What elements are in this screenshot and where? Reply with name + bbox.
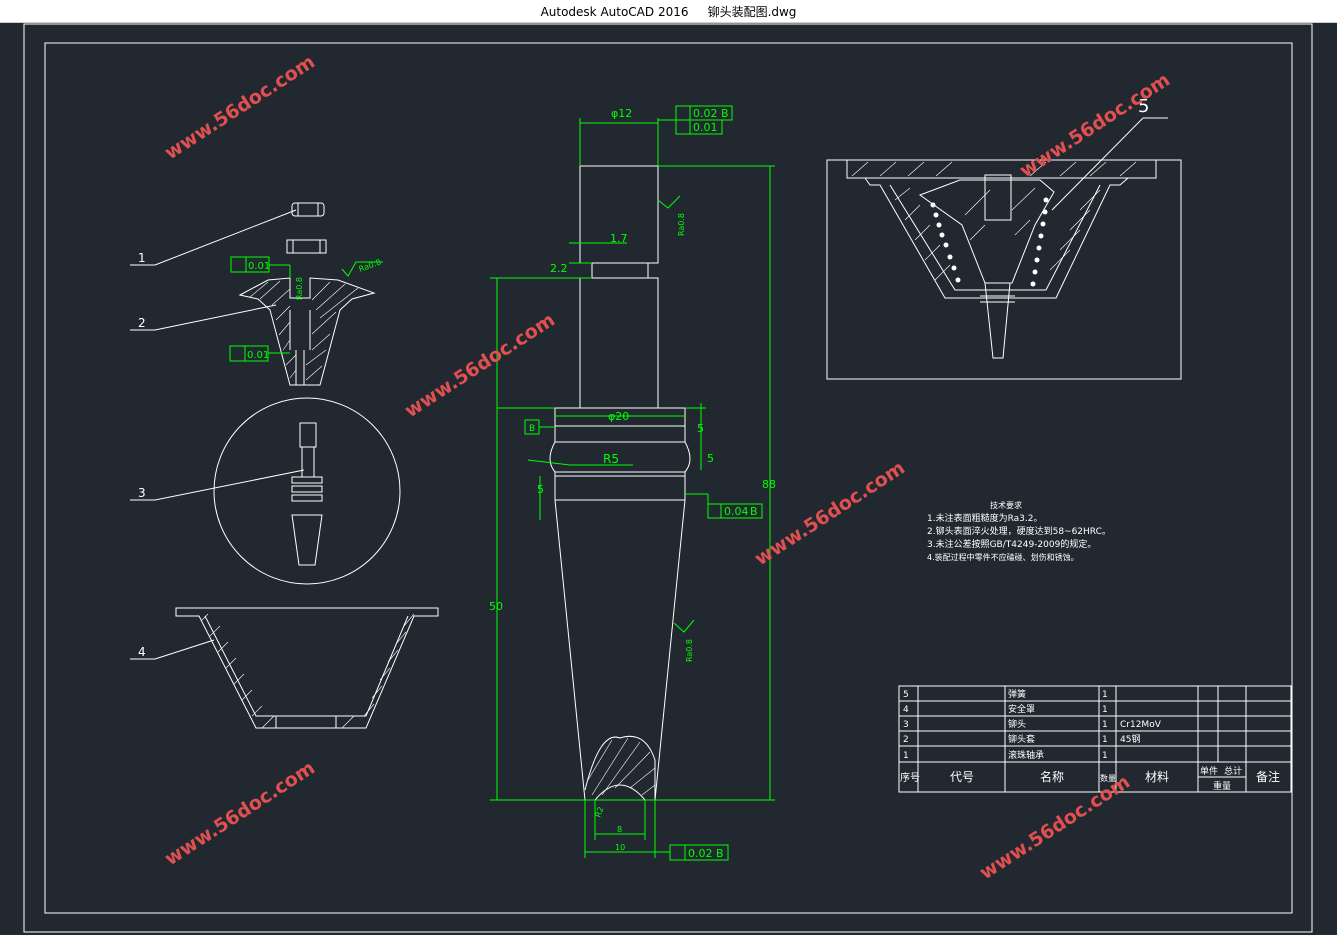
tech-note-1: 1.未注表面粗糙度为Ra3.2。: [927, 512, 1042, 524]
part2-annotations: [229, 256, 383, 362]
balloon-2: 2: [138, 316, 146, 330]
watermark-6: www.56doc.com: [976, 771, 1134, 884]
rivet-head-dimensions: [490, 105, 775, 861]
dim-groove-mid: 5: [707, 452, 714, 465]
table-row-name: 铆头: [1008, 718, 1026, 730]
rough-lower: Ra0.8: [685, 639, 694, 662]
dim-lower-height: 50: [489, 600, 503, 613]
tech-note-4: 4.装配过程中零件不应磕碰、划伤和锈蚀。: [927, 552, 1079, 562]
table-row-qty: 1: [1102, 735, 1108, 745]
balloon-labels: 1 2 3 4: [138, 251, 146, 659]
gtol-top-1: 0.02: [693, 107, 718, 120]
parts-table-text: 5 弹簧 1 4 安全罩 1 3 铆头 1 Cr12MoV 2 铆头套 1 45…: [900, 688, 1280, 792]
tech-note-2: 2.铆头表面淬火处理，硬度达到58~62HRC。: [927, 525, 1111, 537]
header-code: 代号: [950, 770, 974, 784]
dim-tip-inner: 8: [617, 825, 622, 834]
exploded-view: [130, 202, 439, 729]
tech-notes-title: 技术要求: [990, 500, 1022, 510]
table-row-no: 3: [903, 720, 909, 730]
balloon-3: 3: [138, 486, 146, 500]
header-unit: 单件: [1200, 765, 1218, 777]
dim-tip-outer: 10: [615, 843, 625, 852]
header-weight: 重量: [1213, 780, 1231, 792]
part4-cover: [175, 607, 439, 729]
part3-detail-circle: [213, 397, 401, 585]
header-remark: 备注: [1256, 769, 1280, 784]
tech-notes: 技术要求 1.未注表面粗糙度为Ra3.2。 2.铆头表面淬火处理，硬度达到58~…: [927, 500, 1111, 562]
part2-flat-bottom: 0.01: [247, 350, 269, 361]
gtol-bottom: 0.02: [688, 847, 713, 860]
cad-drawing-canvas[interactable]: 1 2 3 4 0.01 0.01 Ra0.8 Ra0.8: [0, 22, 1337, 935]
watermark-4: www.56doc.com: [751, 457, 909, 570]
balloon-5: 5: [1138, 96, 1149, 117]
gtol-top-2: 0.01: [693, 121, 718, 134]
gtol-top-1-ref: B: [721, 107, 729, 120]
part1-bearing: [291, 202, 325, 217]
assembly-spring-balls: [930, 197, 1049, 287]
table-row-no: 2: [903, 735, 909, 745]
dim-shoulder-small: 1.7: [610, 232, 628, 245]
rivet-head-drawing: [549, 165, 691, 801]
table-row-no: 5: [903, 690, 909, 700]
dim-groove-left: 5: [537, 483, 544, 496]
table-row-name: 弹簧: [1008, 688, 1026, 700]
tech-note-3: 3.未注公差按照GB/T4249-2009的规定。: [927, 538, 1096, 550]
gtol-bottom-ref: B: [716, 847, 724, 860]
rough-upper: Ra0.8: [677, 213, 686, 236]
part1b-block: [286, 239, 327, 254]
table-row-material: Cr12MoV: [1120, 720, 1162, 730]
window-title: Autodesk AutoCAD 2016 铆头装配图.dwg: [540, 5, 797, 19]
table-row-qty: 1: [1102, 690, 1108, 700]
datum-label: B: [529, 424, 535, 434]
part2-rough-2: Ra0.8: [295, 277, 304, 300]
header-qty: 数量: [1100, 773, 1116, 783]
dim-shoulder-gap: 2.2: [550, 262, 568, 275]
header-no: 序号: [900, 771, 920, 784]
watermark-5: www.56doc.com: [161, 757, 319, 870]
table-row-no: 1: [903, 751, 909, 761]
drawing-border: [23, 23, 1313, 933]
dim-groove-top: 5: [697, 422, 704, 435]
rivet-head-dimension-text: φ12 0.02 B 0.01 1.7 2.2 φ20 B 5 5 5 R5 0…: [489, 107, 776, 860]
watermark-2: www.56doc.com: [401, 309, 559, 422]
table-row-name: 安全罩: [1008, 703, 1035, 715]
balloon-1: 1: [138, 251, 146, 265]
dim-top-diameter: φ12: [611, 107, 632, 120]
part2-rough: Ra0.8: [358, 258, 383, 274]
header-name: 名称: [1040, 769, 1064, 784]
table-row-name: 铆头套: [1008, 733, 1035, 745]
table-row-qty: 1: [1102, 751, 1108, 761]
header-material: 材料: [1145, 770, 1169, 784]
table-row-qty: 1: [1102, 705, 1108, 715]
table-row-name: 滚珠轴承: [1008, 749, 1044, 761]
part2-flat-top: 0.01: [248, 261, 270, 272]
parallel-ref: B: [750, 505, 758, 518]
table-row-material: 45钢: [1120, 733, 1140, 745]
title-bar: Autodesk AutoCAD 2016 铆头装配图.dwg: [0, 0, 1337, 23]
assembly-view: [826, 117, 1182, 380]
header-total: 总计: [1224, 765, 1242, 777]
dim-mid-diameter: φ20: [608, 410, 629, 423]
watermark-1: www.56doc.com: [161, 51, 319, 164]
table-row-no: 4: [903, 705, 909, 715]
dim-radius: R5: [603, 452, 619, 466]
balloon-4: 4: [138, 645, 146, 659]
parallel-tol: 0.04: [724, 505, 749, 518]
watermark-3: www.56doc.com: [1016, 69, 1174, 182]
parts-table: [898, 685, 1292, 793]
dim-tip-radius: R2: [593, 806, 605, 819]
dim-overall-height: 88: [762, 478, 776, 491]
table-row-qty: 1: [1102, 720, 1108, 730]
part2-sleeve: [238, 277, 376, 386]
